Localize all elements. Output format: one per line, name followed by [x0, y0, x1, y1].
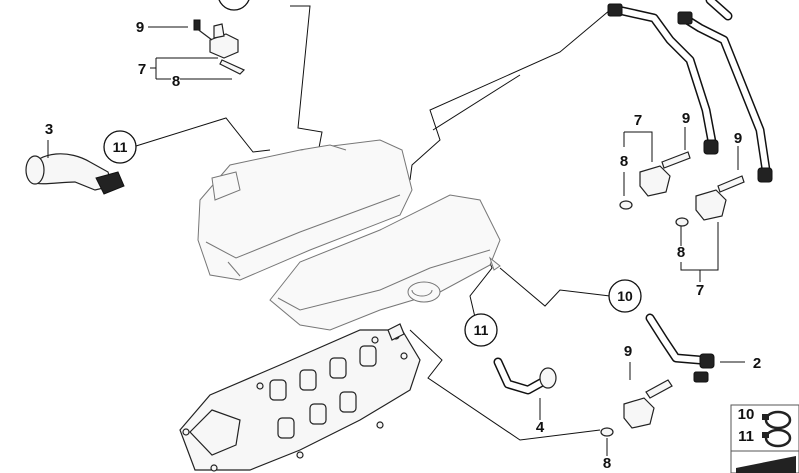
callout-8-bottom: 8	[603, 455, 611, 472]
hose-clamp-icon	[762, 410, 792, 448]
legend-label-11: 11	[738, 428, 754, 445]
callout-2: 2	[753, 355, 761, 372]
callout-9-right-b: 9	[734, 130, 742, 147]
callout-circle-10-mid: 10	[608, 279, 642, 313]
cylinder-head-cover	[179, 323, 421, 472]
hose-part-2	[645, 313, 715, 383]
callout-11-left: 11	[113, 139, 128, 155]
right-valve-a	[619, 151, 691, 210]
legend-box: 10 11	[730, 404, 799, 473]
callout-9-bottom: 9	[624, 343, 632, 360]
cover-bolts	[182, 332, 408, 472]
callout-7-top: 7	[138, 61, 146, 78]
leader-lines	[135, 5, 745, 456]
top-right-hoses	[607, 0, 773, 183]
bottom-valve	[600, 379, 673, 437]
coil-pack-row	[269, 345, 377, 439]
hose-part-3	[25, 140, 125, 195]
callout-3: 3	[45, 121, 53, 138]
callout-circle-11-left: 11	[103, 130, 137, 164]
callout-circle-top-center	[218, 0, 250, 11]
callout-4: 4	[536, 419, 545, 436]
callout-11-mid: 11	[474, 322, 489, 338]
intake-manifold-housing	[269, 194, 501, 331]
callout-9-right-a: 9	[682, 110, 690, 127]
intake-silencer-housing	[197, 139, 413, 281]
callout-7-right-bottom: 7	[696, 282, 704, 299]
legend-corner-mark	[736, 456, 796, 473]
hose-part-4	[493, 357, 557, 395]
callout-8-top: 8	[172, 73, 180, 90]
callout-9-top: 9	[136, 19, 144, 36]
callout-10-mid: 10	[617, 288, 633, 304]
legend-label-10: 10	[738, 406, 755, 423]
callout-circle-11-mid: 11	[464, 313, 498, 347]
top-valve-assembly	[193, 19, 246, 75]
callout-7-right-top: 7	[634, 112, 642, 129]
callout-8-right-a: 8	[620, 153, 628, 170]
callout-labels: 9 7 8 3 7 9 9 8 8 7 4 9 2 8	[45, 19, 761, 472]
callout-8-right-b: 8	[677, 244, 685, 261]
right-valve-b	[675, 175, 745, 227]
